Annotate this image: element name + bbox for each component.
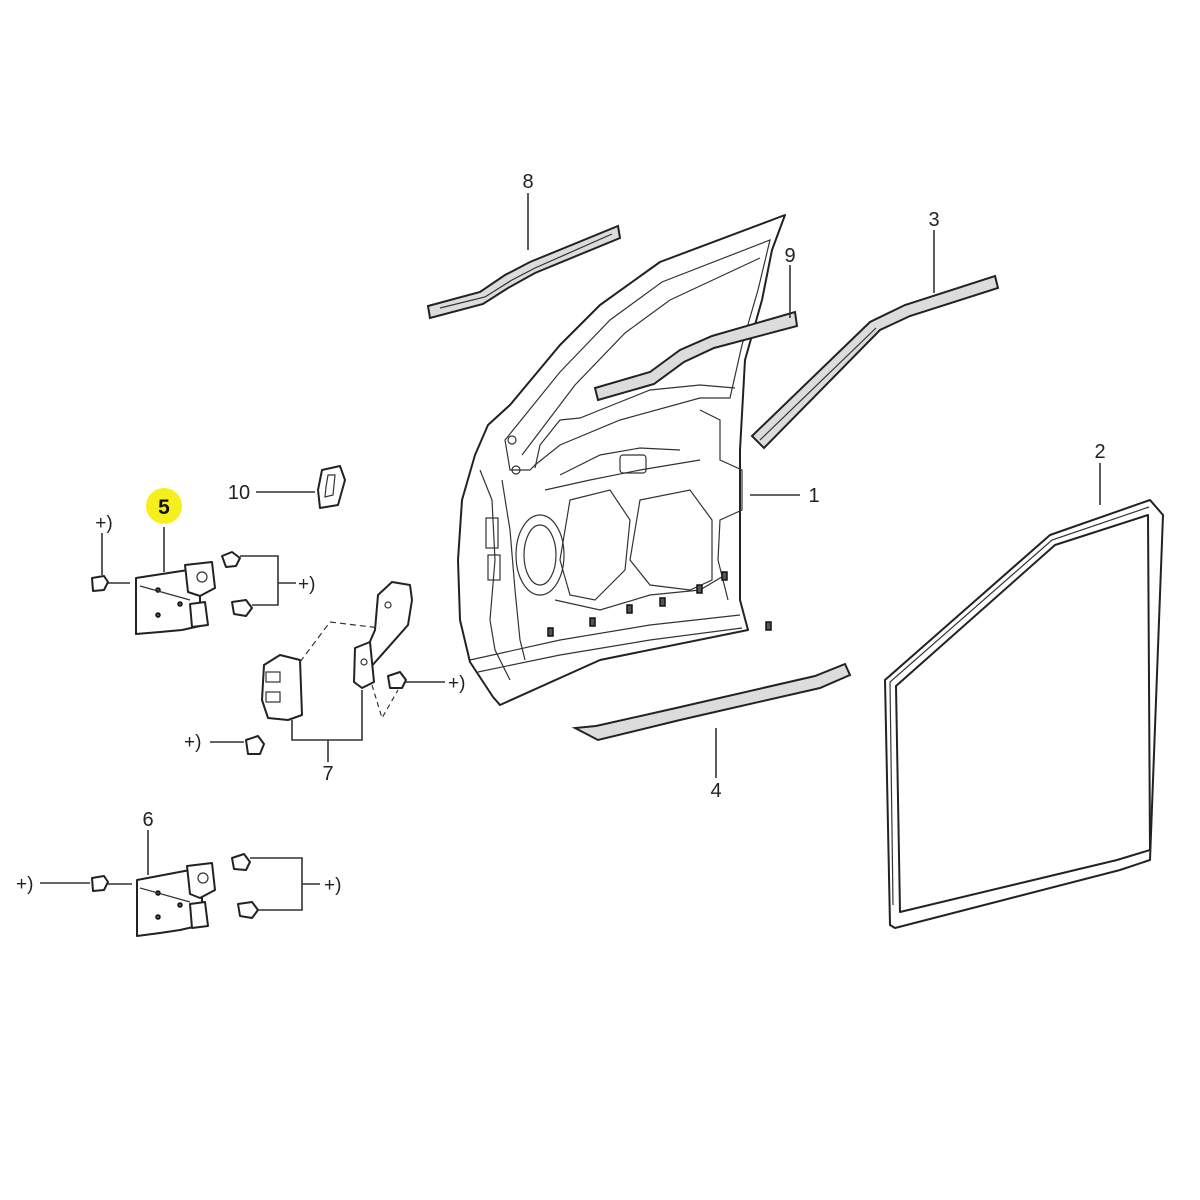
belt-weatherstrip-outer — [750, 274, 1000, 450]
door-opening-weatherstrip — [884, 499, 1164, 929]
fastener-mark-hinge6-left: +) — [16, 874, 33, 895]
fastener-glyphs — [91, 551, 407, 919]
fastener-mark-hinge5-left: +) — [95, 513, 112, 534]
lower-door-weatherstrip — [571, 662, 852, 742]
callout-6: 6 — [142, 809, 153, 831]
front-door-panel — [457, 214, 786, 706]
fastener-mark-check-left: +) — [184, 732, 201, 753]
upper-door-seal — [426, 224, 622, 320]
callout-4: 4 — [710, 780, 721, 802]
callout-2: 2 — [1094, 441, 1105, 463]
callout-1: 1 — [808, 485, 819, 507]
callout-3: 3 — [928, 209, 939, 231]
fastener-mark-hinge6-right: +) — [324, 875, 341, 896]
callout-9: 9 — [784, 245, 795, 267]
belt-weatherstrip-inner — [593, 310, 799, 402]
callout-7: 7 — [322, 763, 333, 785]
callout-5-highlight — [146, 488, 182, 524]
callout-10: 10 — [228, 482, 250, 504]
leader-lines — [40, 193, 1101, 911]
grommet — [317, 465, 346, 509]
door-check-assembly — [261, 581, 413, 721]
fastener-mark-hinge5-right: +) — [298, 574, 315, 595]
fastener-mark-check-right: +) — [448, 673, 465, 694]
upper-door-hinge — [135, 561, 216, 635]
callout-5: 5 — [158, 496, 170, 519]
lower-door-hinge — [136, 862, 216, 937]
callout-8: 8 — [522, 171, 533, 193]
